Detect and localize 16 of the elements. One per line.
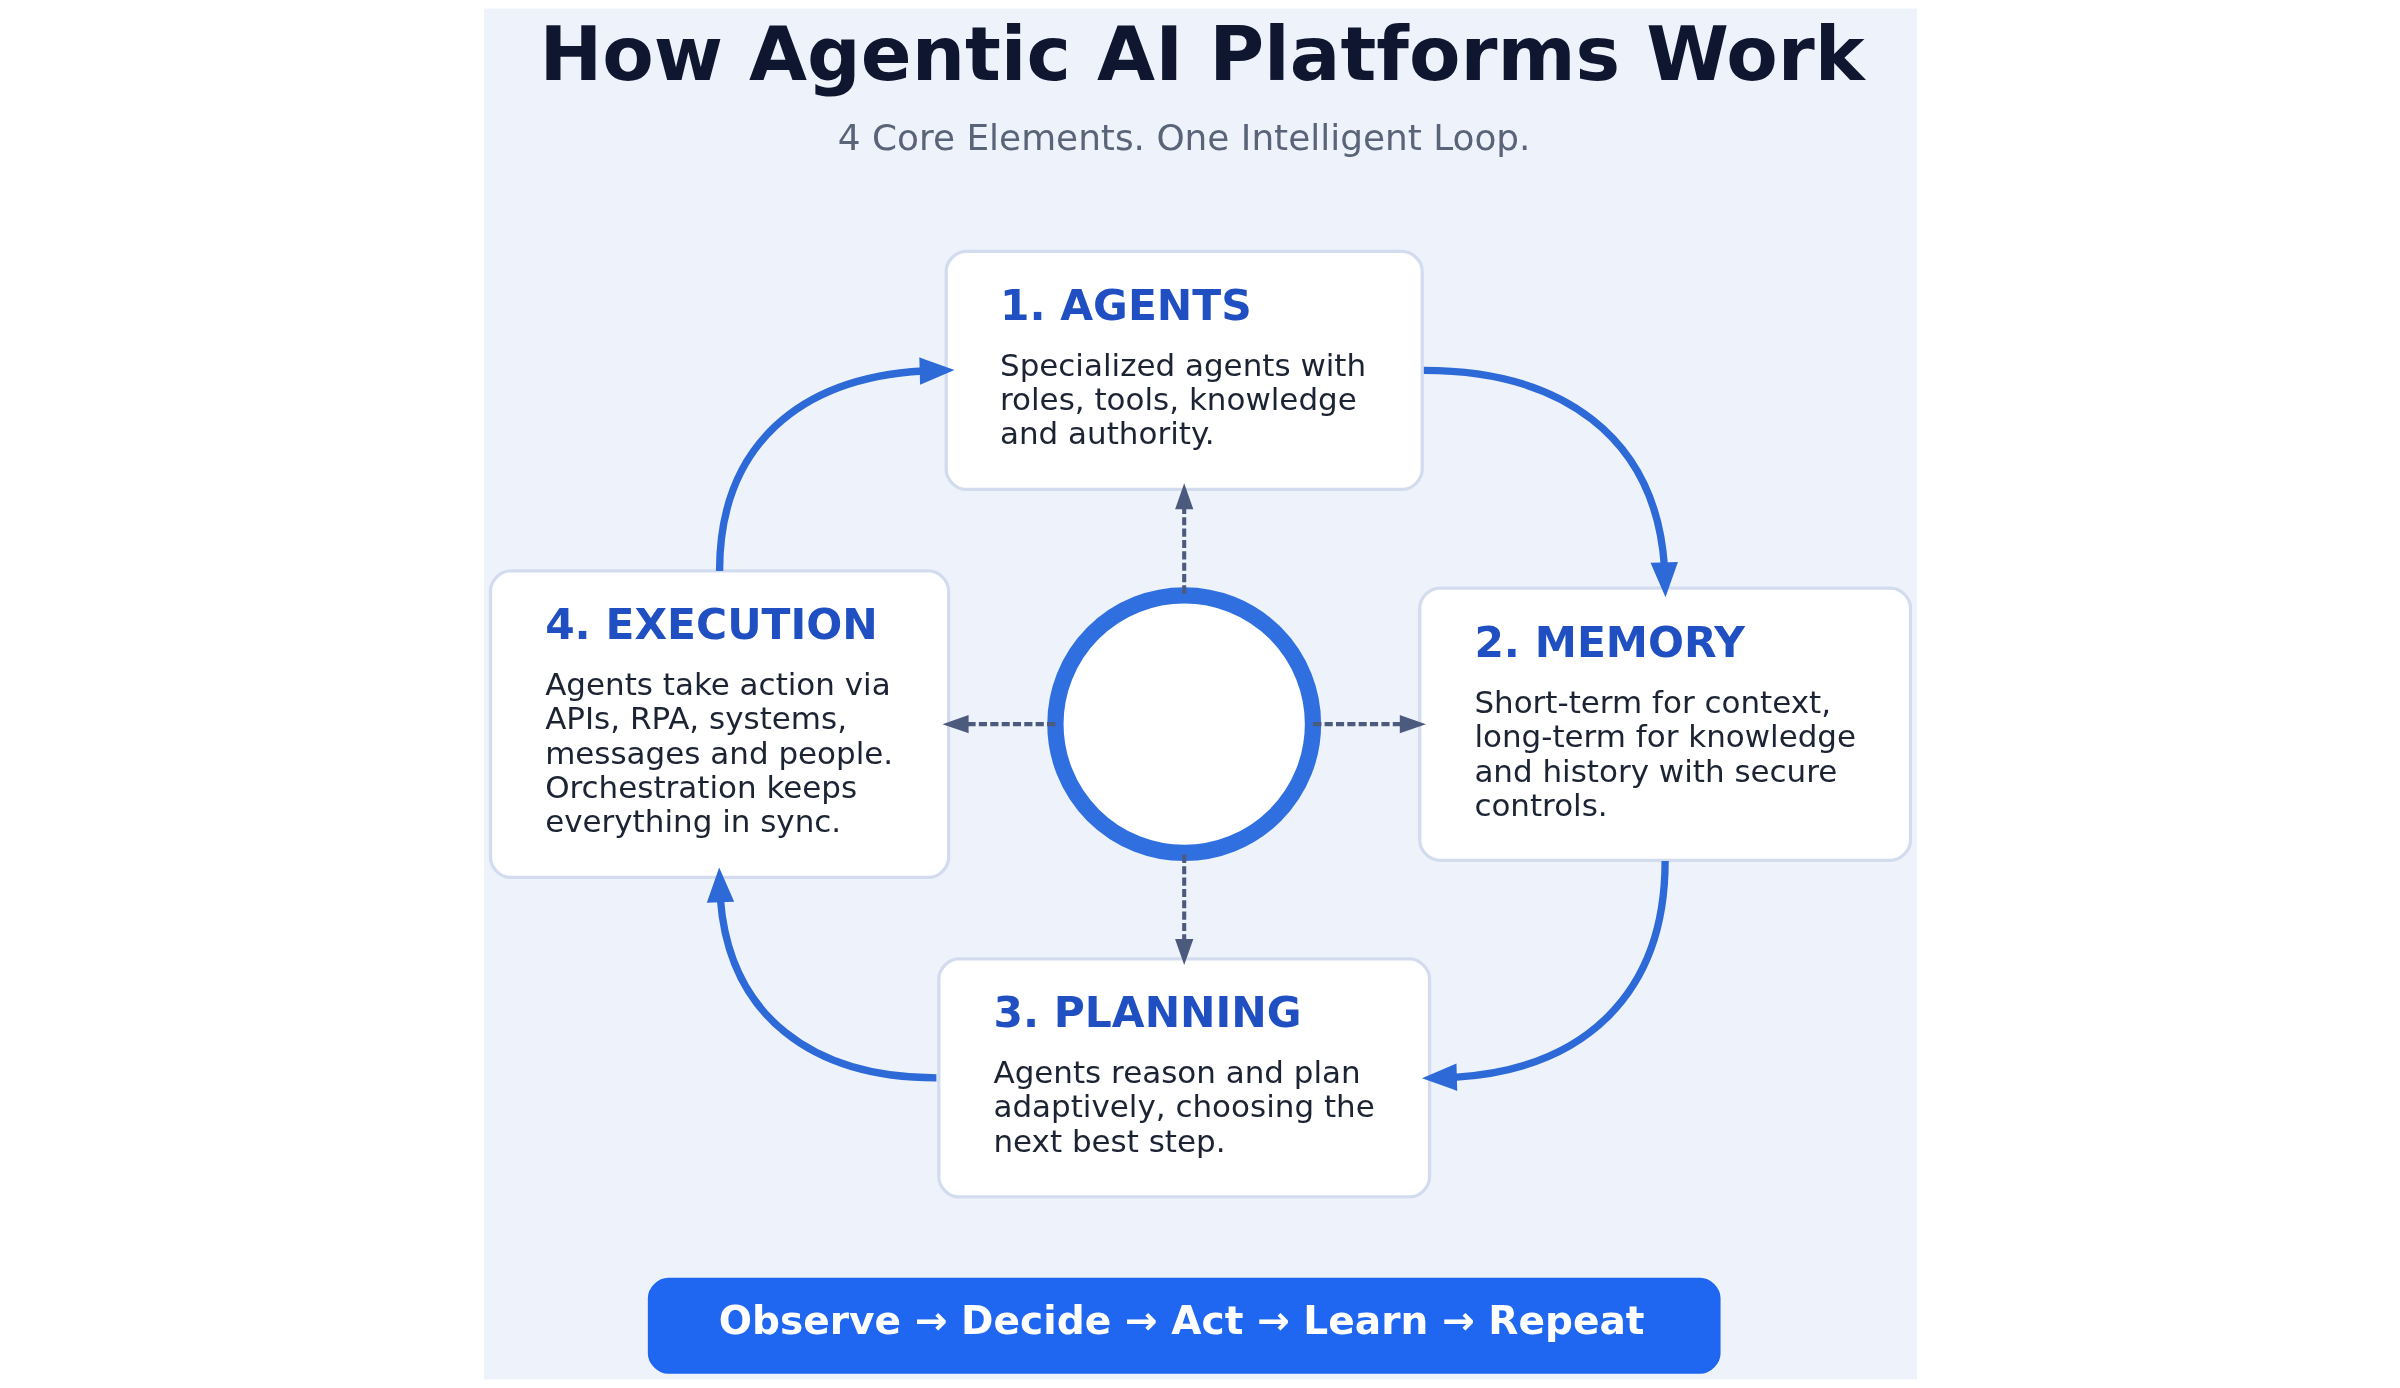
label: 4 Core Elements. One Intelligent Loop. <box>837 116 1531 158</box>
node-box: 2. MEMORY Short-term for context, long-term for knowledge and history with secure controls. <box>1417 586 1912 862</box>
node-box: 4. EXECUTION Agents take action via APIs, RPA, systems, messages and people. Orchestration keeps everything in sync. <box>488 569 950 880</box>
node-box: 3. PLANNING Agents reason and plan adaptively, choosing the next best step. <box>936 957 1431 1199</box>
arrow <box>941 715 1055 734</box>
node-circle <box>1046 587 1321 862</box>
arrow <box>1174 854 1193 966</box>
arrow <box>1423 366 1678 598</box>
arrow <box>1312 715 1426 734</box>
arrow <box>1421 860 1669 1091</box>
arrow <box>715 357 955 572</box>
node-box: Observe → Decide → Act → Learn → Repeat <box>647 1277 1721 1374</box>
node-box: 1. AGENTS Specialized agents with roles, tools, knowledge and authority. <box>944 249 1424 492</box>
arrow <box>1174 483 1193 594</box>
arrow <box>706 867 937 1082</box>
diagram-title: How Agentic AI Platforms Work <box>538 9 1865 98</box>
